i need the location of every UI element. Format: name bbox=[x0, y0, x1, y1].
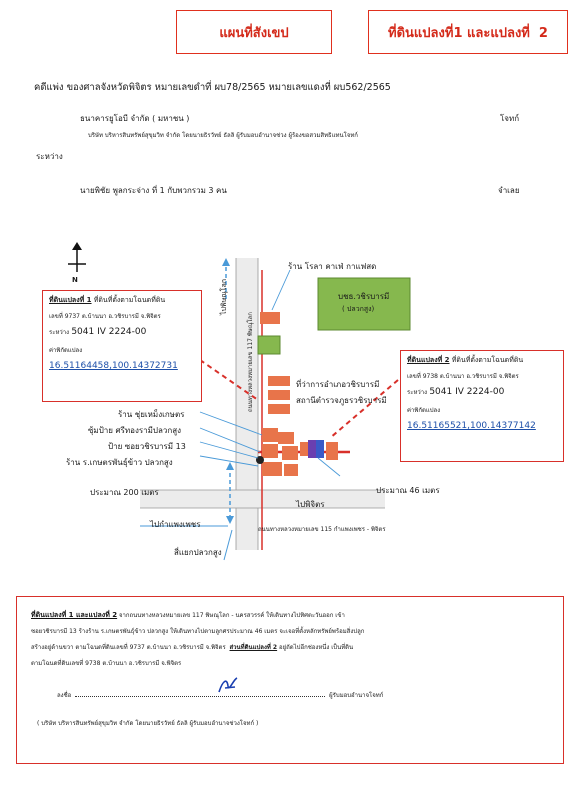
plot-2-between-label: ระหว่าง bbox=[407, 389, 428, 396]
plot-title: ที่ดินแปลงที่1 และแปลงที่ 2 bbox=[388, 25, 548, 41]
sign-role: ผู้รับมอบอำนาจโจทก์ bbox=[329, 692, 384, 699]
plaintiff-role: โจทก์ bbox=[500, 114, 520, 123]
school-area bbox=[317, 277, 411, 331]
road-bottom-label: ถนนทางหลวงหมายเลข 115 กำแพงเพชร - พิจิตร bbox=[258, 526, 386, 533]
north-arrow-icon bbox=[68, 242, 86, 272]
description-line-4: ตามโฉนดที่ดินเลขที่ 9738 ต.บ้านนา อ.วชิร… bbox=[31, 660, 182, 667]
location-map bbox=[68, 242, 411, 561]
plot-1-sheet: 5041 IV 2224-00 bbox=[71, 327, 147, 337]
signature-mark bbox=[218, 677, 238, 693]
map-title-box: แผนที่สังเขป bbox=[176, 10, 332, 54]
description-plot-2-heading: ส่วนที่ดินแปลงที่ 2 bbox=[229, 644, 278, 651]
distance-200-label: ประมาณ 200 เมตร bbox=[90, 488, 159, 497]
to-phichit-label: ไปพิจิตร bbox=[296, 500, 325, 509]
description-line-3: สร้างอยู่ด้านขวา ตามโฉนดที่ดินเลขที่ 973… bbox=[31, 644, 226, 651]
plot-1-heading: ที่ดินแปลงที่ 1 bbox=[49, 296, 92, 304]
school-name-label: บชธ.วชิรบารมี bbox=[338, 292, 390, 301]
plaintiff-name: ธนาคารยูโอบี จำกัด ( มหาชน ) bbox=[80, 114, 190, 123]
case-line: คดีแพ่ง ของศาลจังหวัดพิจิตร หมายเลขดำที่… bbox=[34, 82, 391, 93]
description-line-1: จากถนนทางหลวงหมายเลข 117 พิษณุโลก - นครส… bbox=[117, 612, 345, 619]
plot-2-deed: เลขที่ 9738 ต.บ้านนา อ.วชิรบารมี จ.พิจิต… bbox=[407, 373, 519, 380]
plot-2-marker bbox=[316, 440, 324, 458]
description-heading: ที่ดินแปลงที่ 1 และแปลงที่ 2 bbox=[31, 611, 118, 619]
shop-a-label: ร้าน ชุ่ยเหม็งเกษตร bbox=[118, 410, 185, 419]
district-office-label: ที่ว่าการอำเภอวชิรบารมี bbox=[296, 380, 380, 389]
plot-2-coord-link[interactable]: 16.51165521,100.14377142 bbox=[407, 421, 536, 431]
between-label: ระหว่าง bbox=[36, 152, 63, 161]
sign-b-label: ป้าย ซอยวชิรบารมี 13 bbox=[108, 442, 186, 451]
plaintiff-agent: บริษัท บริหารสินทรัพย์สุขุมวิท จำกัด โดย… bbox=[88, 132, 358, 139]
shop-top-label: ร้าน โรลา คาเฟ่ กาแฟสด bbox=[288, 262, 377, 271]
plot-title-box: ที่ดินแปลงที่1 และแปลงที่ 2 bbox=[368, 10, 568, 54]
to-kamphaeng-label: ไปกำแพงเพชร bbox=[150, 520, 201, 529]
plot-1-info-box: ที่ดินแปลงที่ 1 ที่ดินที่ตั้งตามโฉนดที่ด… bbox=[42, 290, 202, 402]
description-line-2: ซอยวชิรบารมี 13 ร้างร้าน ร.เกษตรพันธุ์ข้… bbox=[31, 628, 365, 635]
plot-2-heading: ที่ดินแปลงที่ 2 bbox=[407, 356, 450, 364]
plot-2-sheet: 5041 IV 2224-00 bbox=[429, 387, 505, 397]
to-phitsanulok-label: ไปพิษณุโลก bbox=[220, 279, 228, 315]
plot-2-info-box: ที่ดินแปลงที่ 2 ที่ดินที่ตั้งตามโฉนดที่ด… bbox=[400, 350, 564, 462]
description-line-3-rest: อยู่ถัดไปอีกช่องหนึ่ง เป็นที่ดิน bbox=[277, 644, 354, 651]
distance-46-label: ประมาณ 46 เมตร bbox=[376, 486, 440, 495]
defendant-role: จำเลย bbox=[498, 186, 520, 195]
plot-1-deed: เลขที่ 9737 ต.บ้านนา อ.วชิรบารมี จ.พิจิต… bbox=[49, 313, 161, 320]
description-footer: ( บริษัท บริหารสินทรัพย์สุขุมวิท จำกัด โ… bbox=[37, 720, 259, 727]
north-label: N bbox=[72, 276, 78, 284]
road-vertical-label: ถนนทางหลวงหมายเลข 117 พิษณุโลก bbox=[247, 312, 254, 412]
signature-line bbox=[75, 696, 326, 697]
plot-1-coord-link[interactable]: 16.51164458,100.14372731 bbox=[49, 361, 178, 371]
plot-1-marker bbox=[308, 440, 316, 458]
plot-2-coord-label: ค่าพิกัดแปลง bbox=[407, 407, 441, 414]
police-station-label: สถานีตำรวจภูธรวชิรบารมี bbox=[296, 396, 387, 405]
highway-117 bbox=[236, 258, 258, 550]
shop-b-label: ร้าน ร.เกษตรพันธุ์ข้าว ปลวกสูง bbox=[66, 458, 173, 467]
description-box: ที่ดินแปลงที่ 1 และแปลงที่ 2 จากถนนทางหล… bbox=[16, 596, 564, 764]
plot-1-coord-label: ค่าพิกัดแปลง bbox=[49, 347, 83, 354]
defendant-name: นายพิชัย พูลกระจ่าง ที่ 1 กับพวกรวม 3 คน bbox=[80, 186, 227, 195]
soi-sign-icon bbox=[256, 456, 264, 464]
map-title: แผนที่สังเขป bbox=[219, 25, 289, 41]
school-sub-label: ( ปลวกสูง) bbox=[342, 305, 375, 313]
sign-a-label: ซุ้มป้าย ศรีทองรามีปลวกสูง bbox=[88, 426, 182, 435]
junction-label: สี่แยกปลวกสูง bbox=[174, 548, 222, 557]
sign-label: ลงชื่อ bbox=[57, 692, 72, 699]
plot-1-between-label: ระหว่าง bbox=[49, 329, 70, 336]
